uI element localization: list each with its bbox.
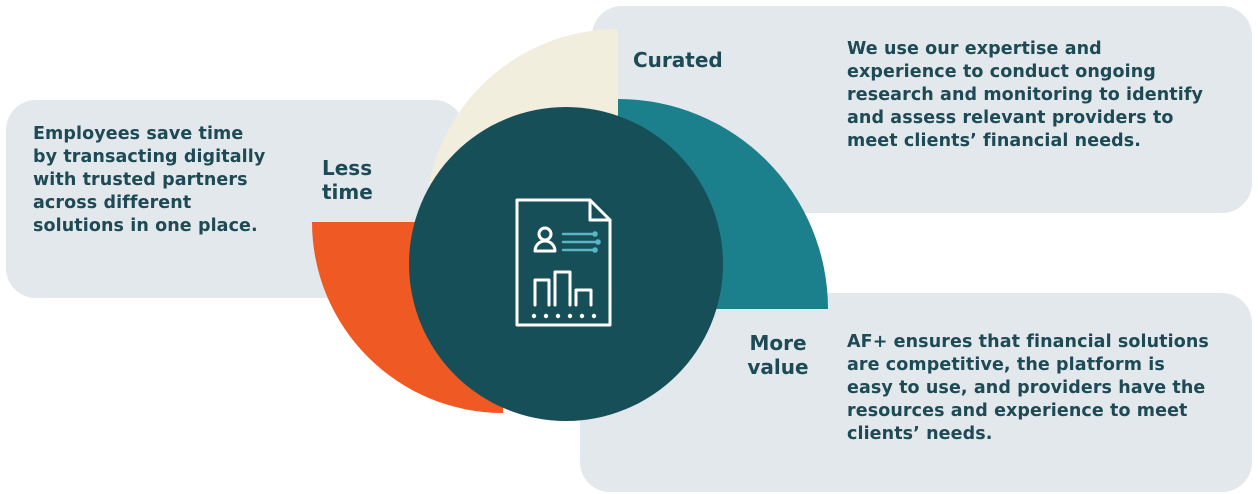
less-time-label: Less time <box>322 156 412 204</box>
more-value-description-line: AF+ ensures that financial solutions <box>847 332 1209 352</box>
curated-description: We use our expertise and experience to c… <box>847 38 1227 153</box>
more-value-description-line: are competitive, the platform is <box>847 355 1165 375</box>
more-value-description-line: resources and experience to meet <box>847 401 1188 421</box>
less-time-description-line: across different <box>33 193 192 213</box>
more-value-description: AF+ ensures that financial solutions are… <box>847 331 1237 446</box>
curated-label: Curated <box>633 48 723 72</box>
more-value-label-line: value <box>747 355 809 379</box>
more-value-description-line: clients’ needs. <box>847 424 993 444</box>
less-time-description-line: by transacting digitally <box>33 147 266 167</box>
center-circle <box>409 107 723 421</box>
more-value-label-line: More <box>749 331 807 355</box>
curated-description-line: experience to conduct ongoing <box>847 62 1156 82</box>
document-report-icon <box>515 198 612 327</box>
less-time-description-line: Employees save time <box>33 124 244 144</box>
curated-description-line: meet clients’ financial needs. <box>847 131 1142 151</box>
less-time-description-line: solutions in one place. <box>33 216 258 236</box>
more-value-description-line: easy to use, and providers have the <box>847 378 1206 398</box>
less-time-label-line: time <box>322 180 373 204</box>
more-value-label: More value <box>733 331 823 379</box>
less-time-label-line: Less <box>322 156 373 180</box>
curated-description-line: and assess relevant providers to <box>847 108 1174 128</box>
curated-description-line: We use our expertise and <box>847 39 1102 59</box>
less-time-description: Employees save time by transacting digit… <box>33 123 293 238</box>
less-time-description-line: with trusted partners <box>33 170 248 190</box>
curated-description-line: research and monitoring to identify <box>847 85 1204 105</box>
